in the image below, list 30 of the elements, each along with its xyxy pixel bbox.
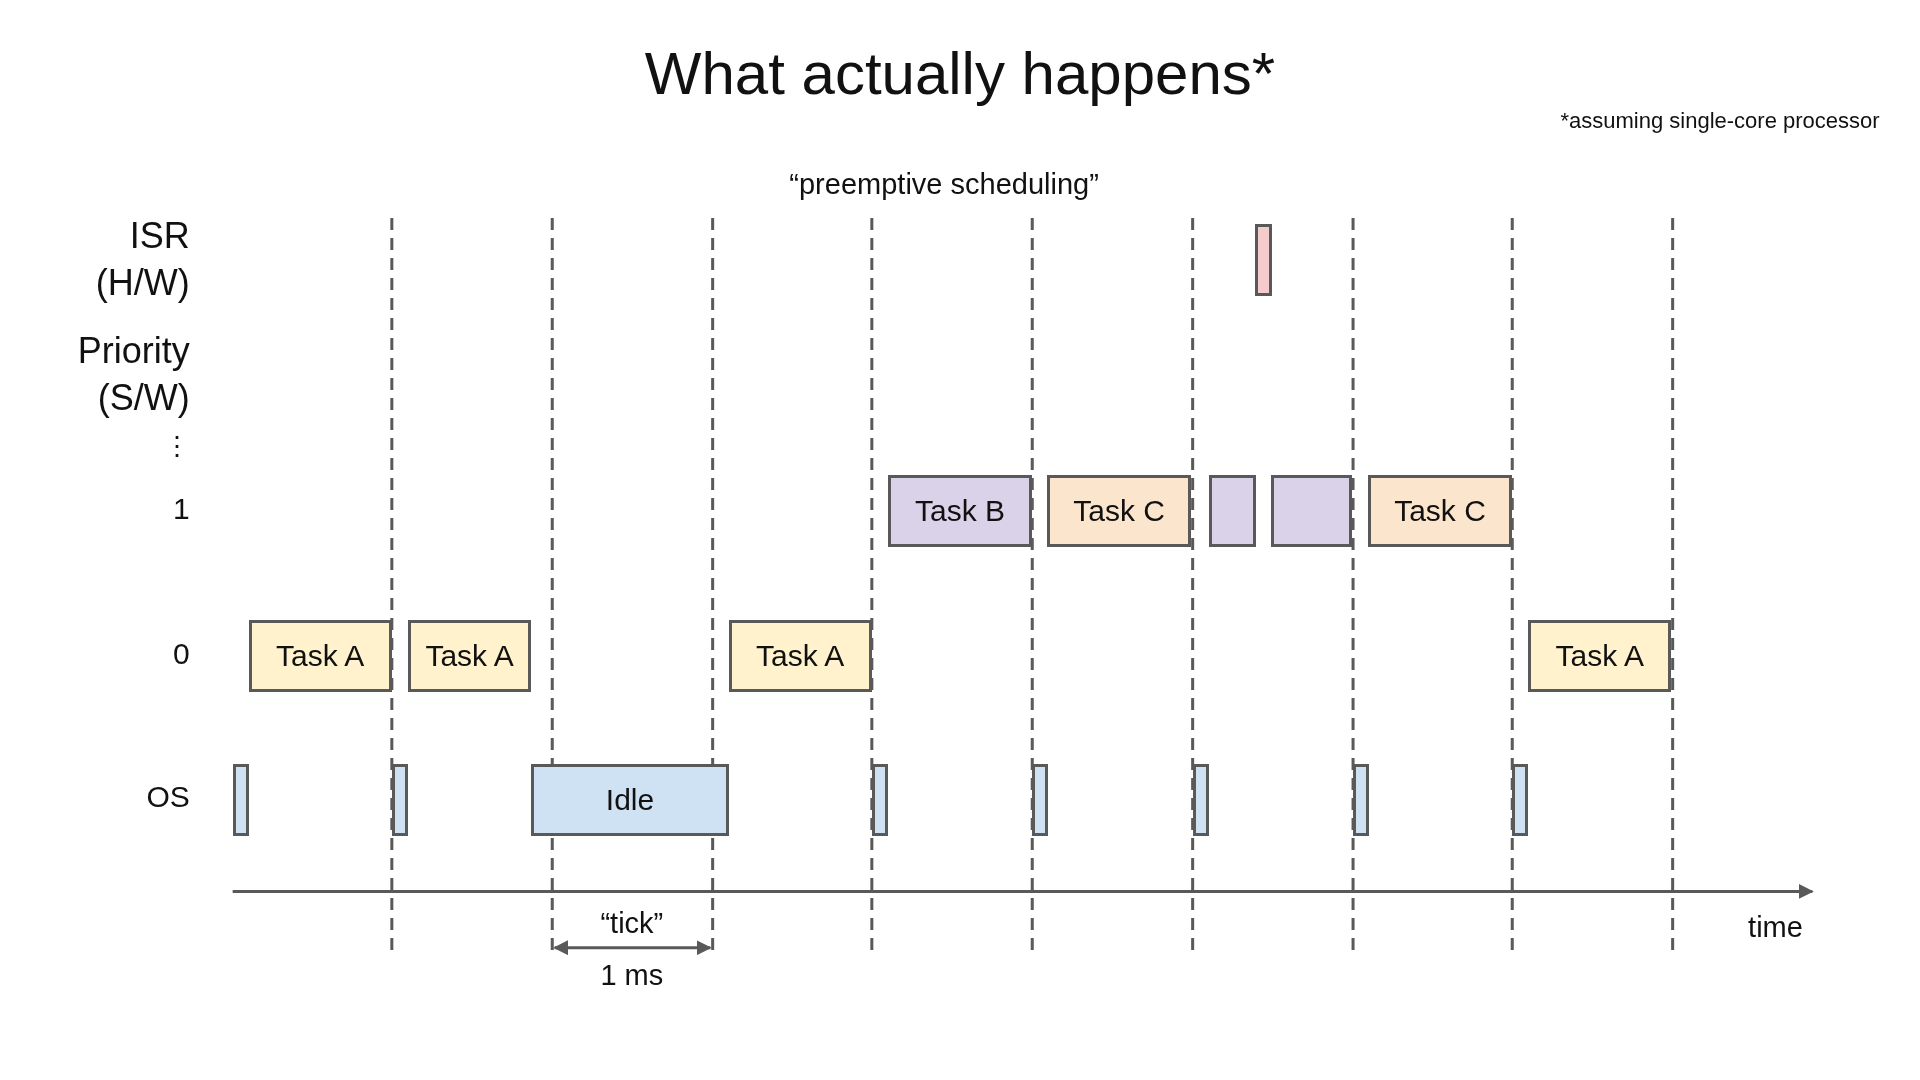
- os-slice: [1353, 764, 1369, 837]
- task-block: [1208, 475, 1257, 548]
- task-block: Task C: [1367, 475, 1513, 548]
- os-slice: [871, 764, 888, 837]
- task-block: [1271, 475, 1352, 548]
- task-block: Task B: [887, 475, 1033, 548]
- idle-block: Idle: [531, 764, 729, 837]
- dimension-label: “tick”: [600, 907, 664, 941]
- task-block: Task C: [1046, 475, 1192, 548]
- row-label: 0: [173, 636, 190, 671]
- row-label: ISR (H/W): [94, 214, 190, 305]
- os-slice: [232, 764, 249, 837]
- dimension-label: 1 ms: [600, 958, 664, 992]
- subtitle: “preemptive scheduling”: [789, 167, 1099, 201]
- os-slice: [1512, 764, 1529, 837]
- task-block: Task A: [407, 619, 532, 692]
- ellipsis-mark: ⋮: [163, 431, 190, 462]
- isr-block: [1255, 224, 1273, 297]
- title: What actually happens*: [643, 39, 1277, 109]
- footnote: *assuming single-core processor: [1560, 107, 1880, 134]
- row-label: 1: [173, 492, 190, 527]
- row-label: Priority (S/W): [76, 329, 190, 420]
- task-block: Task A: [248, 619, 392, 692]
- os-slice: [1032, 764, 1049, 837]
- task-block: Task A: [728, 619, 872, 692]
- axis-label: time: [1748, 911, 1803, 944]
- row-label: OS: [146, 780, 190, 814]
- os-slice: [1192, 764, 1209, 837]
- task-block: Task A: [1528, 619, 1672, 692]
- os-slice: [391, 764, 408, 837]
